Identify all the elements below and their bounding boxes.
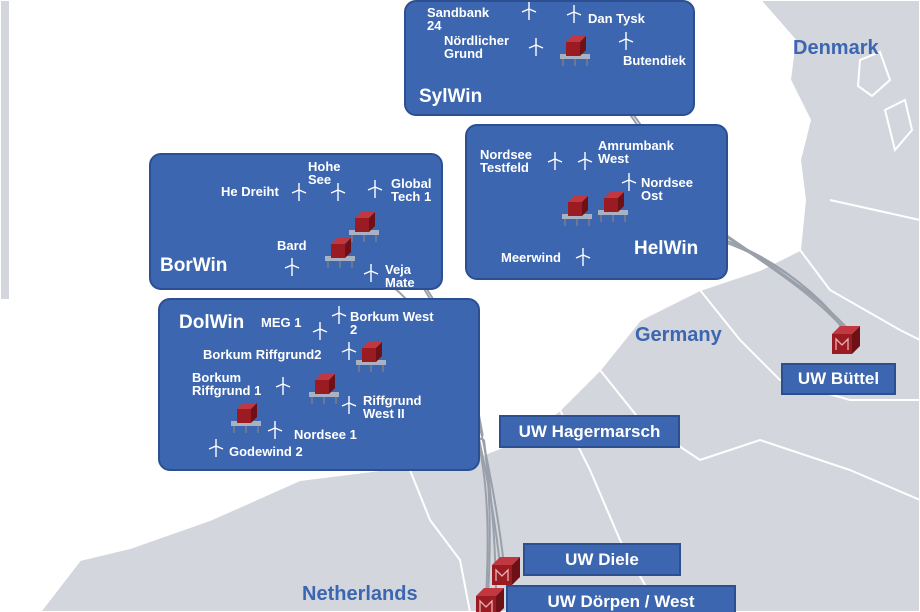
substation-label-doerpen-west[interactable]: UW Dörpen / West — [506, 585, 736, 612]
wind-turbine-icon — [330, 183, 346, 201]
wind-turbine-icon — [575, 248, 591, 266]
wind-turbine-icon — [267, 421, 283, 439]
converter-platform-icon — [562, 196, 592, 226]
farm-label-noerdlicher-grund: Nördlicher Grund — [444, 33, 510, 61]
substation-label-buettel[interactable]: UW Büttel — [781, 363, 896, 395]
converter-platform-icon — [325, 238, 355, 268]
wind-turbine-icon — [341, 342, 357, 360]
farm-label-meg1: MEG 1 — [261, 315, 302, 330]
wind-turbine-icon — [291, 183, 307, 201]
wind-turbine-icon — [621, 173, 637, 191]
farm-label-nordsee-testfeld: Nordsee Testfeld — [480, 147, 533, 175]
wind-turbine-icon — [521, 2, 537, 20]
cluster-name: SylWin — [419, 86, 483, 107]
country-label-denmark: Denmark — [793, 37, 879, 59]
cluster-name: DolWin — [179, 312, 245, 333]
wind-turbine-icon — [566, 5, 582, 23]
farm-label-veja-mate: Veja Mate — [385, 262, 415, 290]
border-line — [799, 249, 920, 341]
border-line — [409, 469, 471, 612]
cluster-panel-sylwin[interactable]: SylWin Sandbank 24 Dan Tysk Nördlicher G… — [404, 0, 695, 116]
farm-label-nordsee1: Nordsee 1 — [294, 427, 357, 442]
wind-turbine-icon — [547, 152, 563, 170]
border-line — [699, 289, 920, 401]
border-line — [829, 199, 920, 221]
farm-label-bard: Bard — [277, 238, 307, 253]
cluster-name: HelWin — [634, 238, 699, 259]
border-line — [599, 369, 920, 501]
wind-turbine-icon — [341, 396, 357, 414]
farm-label-sandbank: Sandbank 24 — [427, 5, 490, 33]
farm-label-riffgrund-west2: Riffgrund West II — [363, 393, 422, 421]
landmass-island — [856, 50, 892, 98]
cluster-panel-helwin[interactable]: HelWin Nordsee Testfeld Amrumbank West N… — [465, 124, 728, 280]
converter-platform-icon — [309, 374, 339, 404]
wind-turbine-icon — [331, 306, 347, 324]
substation-label-hagermarsch[interactable]: UW Hagermarsch — [499, 415, 680, 448]
farm-label-borkum-west2: Borkum West 2 — [350, 309, 434, 337]
farm-label-godewind2: Godewind 2 — [229, 444, 303, 459]
wind-turbine-icon — [528, 38, 544, 56]
cluster-name: BorWin — [160, 255, 228, 276]
farm-label-he-dreiht: He Dreiht — [221, 184, 279, 199]
landmass-west — [0, 0, 11, 301]
farm-label-butendiek: Butendiek — [623, 53, 686, 68]
wind-turbine-icon — [363, 264, 379, 282]
farm-label-borkum-riffgrund2: Borkum Riffgrund2 — [203, 347, 322, 362]
wind-turbine-icon — [577, 152, 593, 170]
landmass-island — [883, 98, 914, 153]
converter-platform-icon — [231, 403, 261, 433]
converter-platform-icon — [356, 342, 386, 372]
onshore-substation-icon — [831, 325, 861, 355]
landing-point — [483, 434, 489, 440]
farm-label-dan-tysk: Dan Tysk — [588, 11, 645, 26]
converter-platform-icon — [560, 36, 590, 66]
country-label-netherlands: Netherlands — [302, 583, 418, 605]
wind-turbine-icon — [367, 180, 383, 198]
wind-turbine-icon — [284, 258, 300, 276]
farm-label-nordsee-ost: Nordsee Ost — [641, 175, 694, 203]
converter-platform-icon — [349, 212, 379, 242]
wind-turbine-icon — [618, 32, 634, 50]
wind-turbine-icon — [312, 322, 328, 340]
farm-label-hohe-see: Hohe See — [308, 159, 341, 187]
wind-turbine-icon — [208, 439, 224, 457]
farm-label-borkum-riffgrund1: Borkum Riffgrund 1 — [192, 370, 262, 398]
converter-platform-icon — [598, 192, 628, 222]
farm-label-meerwind: Meerwind — [501, 250, 561, 265]
farm-label-global-tech: Global Tech 1 — [391, 176, 432, 204]
onshore-substation-icon — [491, 556, 521, 586]
substation-label-diele[interactable]: UW Diele — [523, 543, 681, 576]
wind-turbine-icon — [275, 377, 291, 395]
farm-label-amrumbank-west: Amrumbank West — [598, 138, 674, 166]
country-label-germany: Germany — [635, 324, 722, 346]
